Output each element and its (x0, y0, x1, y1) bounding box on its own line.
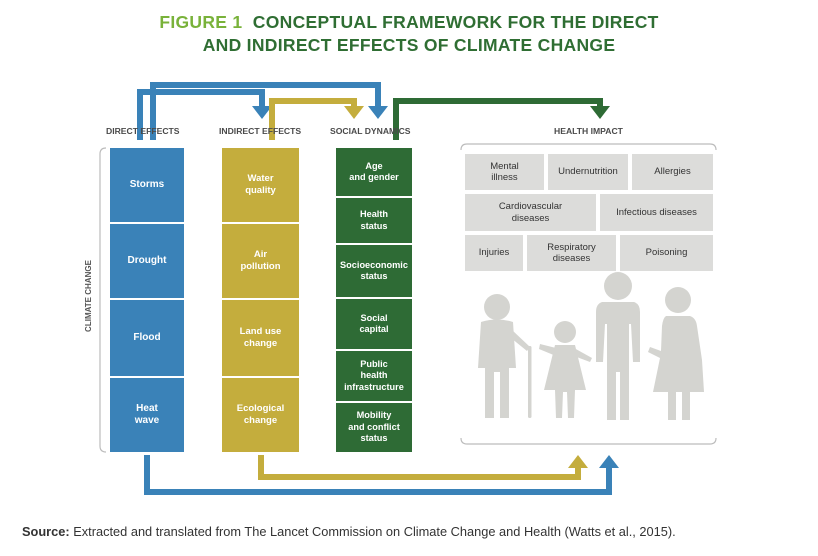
health-impact-tile: Allergies (632, 154, 713, 190)
arrow-direct-to-indirect (137, 89, 265, 140)
health-impact-tile: Undernutrition (548, 154, 628, 190)
direct-effect-item: Drought (110, 224, 184, 298)
source-text: Extracted and translated from The Lancet… (69, 524, 676, 539)
direct-effect-item: Storms (110, 148, 184, 222)
climate-change-bracket (99, 147, 107, 453)
divider (222, 376, 299, 378)
source-label: Source: (22, 524, 70, 539)
social-dynamic-item: Social capital (336, 299, 412, 349)
figure-title-line1: FIGURE 1 CONCEPTUAL FRAMEWORK FOR THE DI… (0, 11, 818, 33)
divider (336, 243, 412, 245)
health-impact-tile: Injuries (465, 235, 523, 271)
indirect-effect-item: Water quality (222, 148, 299, 222)
header-indirect-effects: INDIRECT EFFECTS (219, 126, 302, 136)
divider (336, 297, 412, 299)
direct-effect-item: Heat wave (110, 378, 184, 452)
arrow-direct-to-health-bottom (144, 455, 612, 495)
title-text-1: CONCEPTUAL FRAMEWORK FOR THE DIRECT (252, 12, 659, 32)
health-impact-tile: Respiratory diseases (527, 235, 616, 271)
header-health-impact: HEALTH IMPACT (554, 126, 623, 136)
figure-title-line2: AND INDIRECT EFFECTS OF CLIMATE CHANGE (202, 35, 616, 55)
indirect-effect-item: Ecological change (222, 378, 299, 452)
divider (336, 401, 412, 403)
divider (110, 298, 184, 300)
health-impact-bracket-bottom (460, 437, 717, 445)
arrowhead-blue-2 (368, 106, 388, 119)
climate-change-label: CLIMATE CHANGE (84, 260, 93, 332)
social-dynamic-item: Age and gender (336, 148, 412, 196)
social-dynamic-item: Socioeconomic status (336, 245, 412, 297)
figure-label: FIGURE 1 (159, 12, 243, 32)
social-dynamic-item: Mobility and conflict status (336, 403, 412, 452)
people-illustration (478, 272, 704, 420)
arrowhead-gold-top (344, 106, 364, 119)
social-dynamic-item: Health status (336, 198, 412, 243)
source-note: Source: Extracted and translated from Th… (22, 524, 676, 539)
health-impact-tile: Mental illness (465, 154, 544, 190)
indirect-effect-item: Air pollution (222, 224, 299, 298)
header-social-dynamics: SOCIAL DYNAMICS (330, 126, 411, 136)
divider (222, 298, 299, 300)
health-impact-tile: Cardiovascular diseases (465, 194, 596, 231)
indirect-effect-item: Land use change (222, 300, 299, 376)
arrowhead-blue-bottom (599, 455, 619, 468)
header-direct-effects: DIRECT EFFECTS (106, 126, 180, 136)
arrow-social-to-health (393, 98, 603, 140)
arrow-indirect-to-health-bottom (258, 455, 581, 480)
divider (110, 222, 184, 224)
social-dynamic-item: Public health infrastructure (336, 351, 412, 401)
divider (110, 376, 184, 378)
health-impact-tile: Infectious diseases (600, 194, 713, 231)
divider (336, 196, 412, 198)
health-impact-tile: Poisoning (620, 235, 713, 271)
divider (336, 349, 412, 351)
arrowhead-green (590, 106, 610, 119)
health-impact-bracket-top (460, 143, 717, 151)
arrow-direct-to-social (150, 82, 381, 140)
arrow-indirect-to-social (269, 98, 357, 140)
arrowhead-gold-bottom (568, 455, 588, 468)
divider (222, 222, 299, 224)
direct-effect-item: Flood (110, 300, 184, 376)
arrowhead-blue-1 (252, 106, 272, 119)
